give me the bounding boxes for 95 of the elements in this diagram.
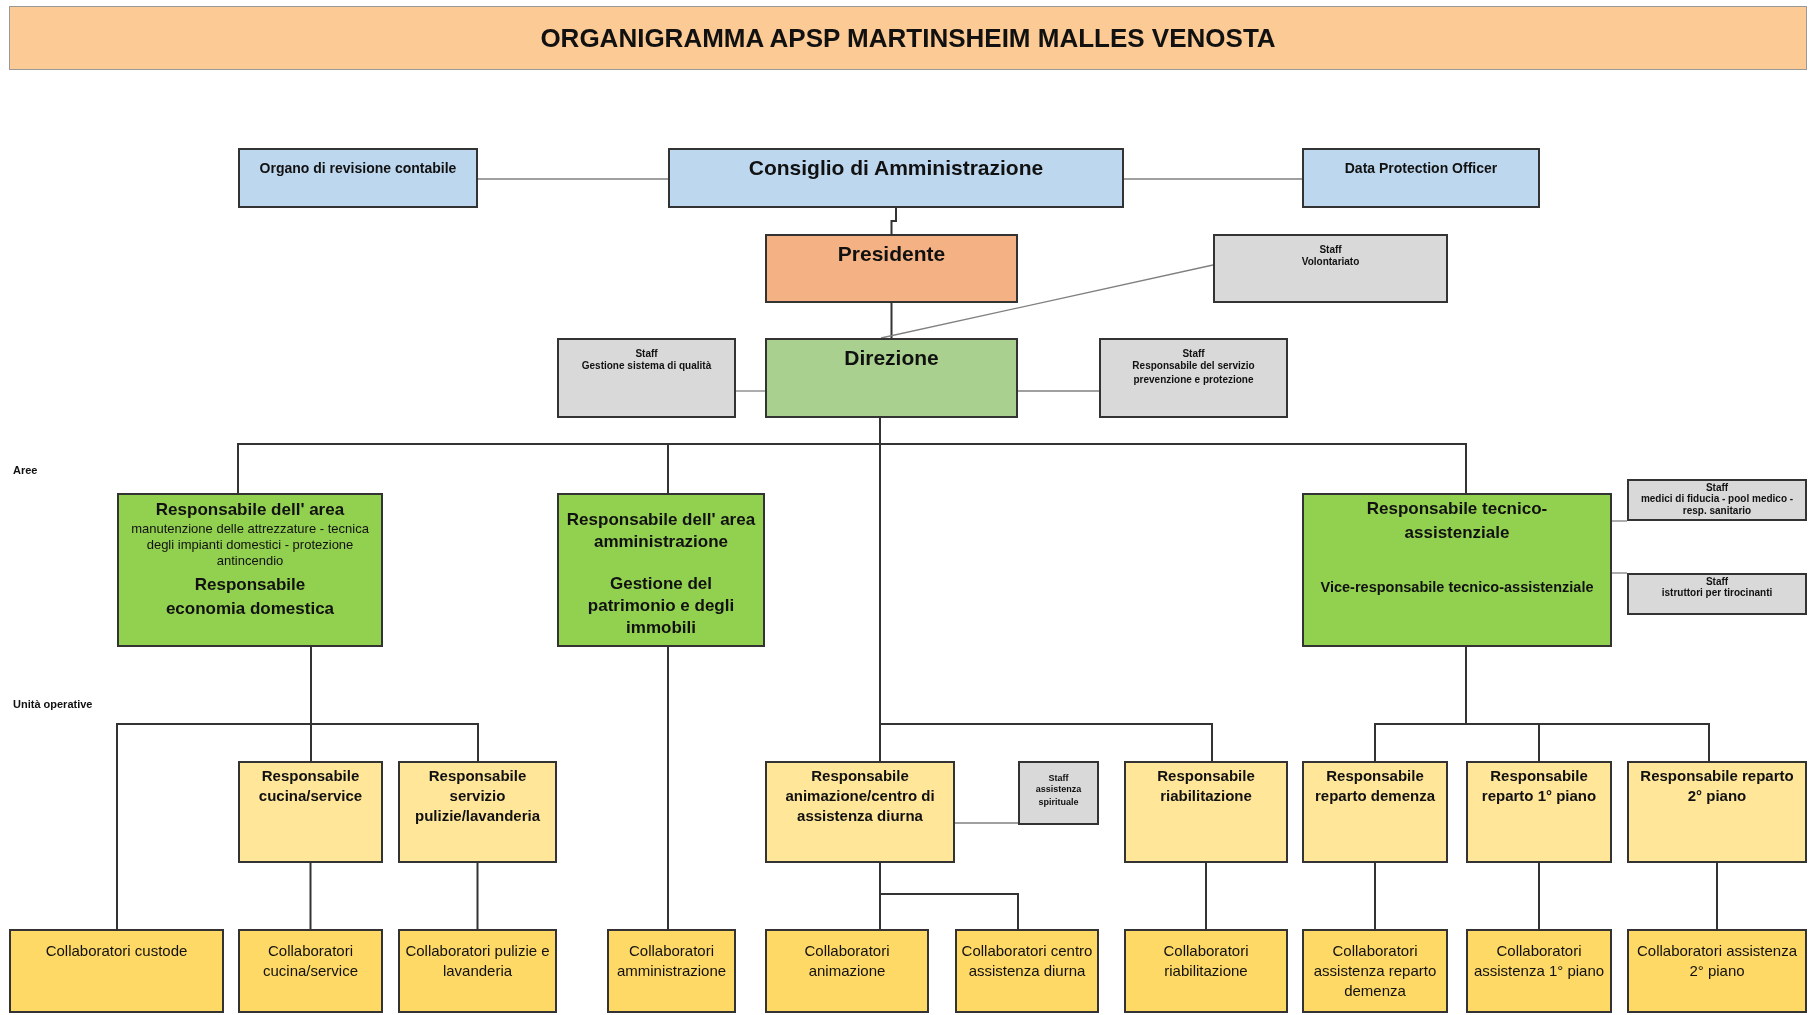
box-title: Data Protection Officer: [1344, 160, 1498, 176]
org-chart-box: [1466, 761, 1612, 863]
org-chart-box: [765, 761, 955, 863]
box-title: Presidente: [837, 242, 946, 266]
connector-line: [954, 822, 1019, 824]
box-title: Responsabile reparto demenza: [1313, 766, 1436, 806]
box-title: Responsabile reparto 2° piano: [1639, 766, 1795, 806]
staff-box: [1018, 761, 1099, 825]
connector-line: [890, 207, 897, 235]
box-text: assistenza spirituale: [1034, 783, 1083, 809]
connector-line: [667, 646, 669, 930]
box-text: medici di fiducia - pool medico - resp. sanitario: [1639, 493, 1795, 517]
box-text: istruttori per tirocinanti: [1661, 587, 1773, 599]
connector-line: [1538, 862, 1540, 930]
staff-box: [1627, 479, 1807, 521]
staff-box: [1099, 338, 1288, 418]
org-chart-box: [1466, 929, 1612, 1013]
box-text: Gestione sistema di qualità: [581, 359, 712, 373]
connector-line: [1205, 862, 1207, 930]
box-title: Staff: [635, 348, 658, 359]
box-text: Volontariato: [1301, 255, 1360, 269]
staff-box: [1213, 234, 1448, 303]
connector-line: [309, 862, 312, 930]
org-chart-box: [765, 929, 929, 1013]
connector-line: [1611, 572, 1628, 574]
box-text: Responsabile economia domestica: [164, 574, 336, 620]
connector-line: [735, 390, 766, 392]
org-chart-box: [668, 148, 1124, 208]
box-title: Collaboratori pulizie e lavanderia: [404, 941, 551, 981]
box-title: Responsabile dell' area amministrazione: [565, 509, 757, 553]
box-title: Responsabile animazione/centro di assistenza diurna: [784, 766, 936, 826]
org-chart-box: [1302, 761, 1448, 863]
box-title: Staff: [1705, 576, 1729, 587]
org-chart-box: [238, 148, 478, 208]
box-title: Collaboratori amministrazione: [615, 941, 728, 981]
box-title: Responsabile tecnico-assistenziale: [1365, 498, 1549, 544]
staff-box: [557, 338, 736, 418]
connector-line: [477, 178, 669, 180]
connector-line: [476, 862, 479, 930]
box-text: Gestione del patrimonio e degli immobili: [586, 573, 736, 639]
box-title: Staff: [1048, 773, 1069, 783]
org-chart-box: [1627, 929, 1807, 1013]
box-title: Collaboratori cucina/service: [261, 941, 359, 981]
box-title: Collaboratori custode: [45, 941, 188, 961]
connector-line: [1374, 862, 1376, 930]
section-label: Unità operative: [13, 698, 93, 710]
org-chart-box: [955, 929, 1099, 1013]
org-chart-box: [1302, 493, 1612, 647]
org-chart-box: [765, 338, 1018, 418]
org-chart-box: [398, 929, 557, 1013]
box-title: Responsabile dell' area: [155, 499, 345, 521]
org-chart-box: [398, 761, 557, 863]
connector-line: [880, 264, 1214, 339]
box-title: Collaboratori assistenza 1° piano: [1472, 941, 1606, 981]
box-title: Responsabile reparto 1° piano: [1480, 766, 1598, 806]
box-title: Consiglio di Amministrazione: [748, 156, 1044, 180]
connector-line: [1017, 390, 1100, 392]
box-title: Responsabile servizio pulizie/lavanderia: [413, 766, 541, 826]
connector-line: [1611, 520, 1628, 522]
org-chart-box: [1124, 929, 1288, 1013]
connector-line: [890, 302, 893, 339]
box-title: Collaboratori centro assistenza diurna: [961, 941, 1093, 981]
box-text: manutenzione delle attrezzature - tecnica degli impianti domestici - protezione antincendio: [130, 521, 370, 569]
box-title: Collaboratori assistenza 2° piano: [1635, 941, 1799, 981]
org-chart-box: [557, 493, 765, 647]
connector-line: [1465, 646, 1710, 762]
box-title: Organo di revisione contabile: [259, 160, 457, 176]
box-title: Staff: [1319, 244, 1342, 255]
org-chart-box: [117, 493, 383, 647]
box-title: Collaboratori assistenza reparto demenza: [1312, 941, 1438, 1001]
title-banner: ORGANIGRAMMA APSP MARTINSHEIM MALLES VENOSTA: [9, 6, 1807, 70]
box-title: Responsabile cucina/service: [257, 766, 364, 806]
box-title: Responsabile riabilitazione: [1156, 766, 1256, 806]
box-title: Collaboratori animazione: [803, 941, 891, 981]
org-chart-box: [238, 929, 383, 1013]
org-chart-box: [607, 929, 736, 1013]
box-title: Collaboratori riabilitazione: [1162, 941, 1250, 981]
connector-line: [310, 646, 479, 762]
box-text: Responsabile del servizio prevenzione e protezione: [1131, 359, 1256, 387]
org-chart-box: [238, 761, 383, 863]
connector-line: [1716, 862, 1718, 930]
org-chart-box: [9, 929, 224, 1013]
staff-box: [1627, 573, 1807, 615]
box-title: Direzione: [844, 346, 939, 370]
org-chart-box: [1302, 148, 1540, 208]
box-title: Staff: [1705, 482, 1729, 493]
connector-line: [879, 862, 1019, 930]
section-label: Aree: [13, 464, 38, 476]
org-chart-box: [765, 234, 1018, 303]
connector-line: [1123, 178, 1303, 180]
box-text: Vice-responsabile tecnico-assistenziale: [1320, 579, 1594, 595]
org-chart-box: [1627, 761, 1807, 863]
org-chart-box: [1124, 761, 1288, 863]
box-title: Staff: [1182, 348, 1205, 359]
org-chart-box: [1302, 929, 1448, 1013]
